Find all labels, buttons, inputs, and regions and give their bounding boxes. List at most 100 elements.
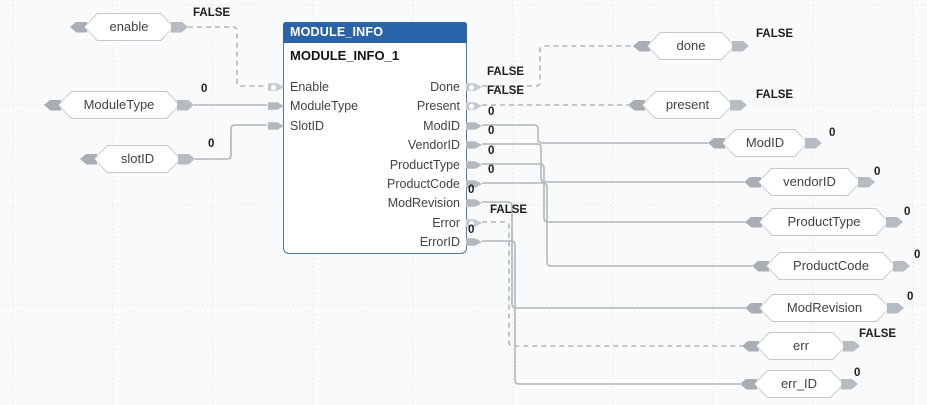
var-tag-vendorid[interactable]: vendorID (744, 168, 875, 196)
block-instance-name: MODULE_INFO_1 (290, 48, 400, 63)
output-connector-errorid[interactable] (466, 238, 482, 246)
value-label-out-present: FALSE (487, 85, 525, 97)
tag-hexagon (758, 168, 861, 196)
block-type-title: MODULE_INFO (283, 22, 467, 43)
output-pin-error[interactable]: Error (432, 216, 460, 230)
tag-label: vendorID (783, 174, 836, 189)
wire-modid[interactable] (482, 124, 708, 144)
output-connector-error[interactable] (466, 219, 482, 227)
wire-done[interactable] (482, 45, 633, 87)
tag-left-arrow-icon (633, 40, 650, 52)
value-label-out-done: FALSE (487, 66, 525, 78)
output-pin-errorid[interactable]: ErrorID (419, 235, 460, 249)
var-tag-done[interactable]: done (633, 32, 749, 60)
value-label-out-productcode: 0 (488, 164, 495, 176)
bool-pin-dot (469, 84, 474, 90)
var-tag-modid[interactable]: ModID (708, 129, 822, 157)
tag-right-arrow-icon (893, 260, 910, 272)
var-tag-modrevision[interactable]: ModRevision (745, 294, 904, 322)
var-tag-present[interactable]: present (628, 91, 747, 119)
wire-errorid[interactable] (482, 240, 740, 385)
value-label-out-modrevision: 0 (468, 184, 475, 196)
value-label-enable: FALSE (193, 7, 231, 19)
output-pin-done[interactable]: Done (430, 80, 460, 94)
var-tag-moduletype[interactable]: ModuleType (44, 91, 194, 119)
input-connector-moduletype[interactable] (268, 102, 284, 110)
bool-pin-dot (469, 103, 474, 109)
tag-hexagon (759, 208, 889, 236)
value-label-err: FALSE (859, 328, 897, 340)
tag-hexagon (647, 32, 735, 60)
tag-hexagon (94, 145, 181, 173)
output-connector-productcode[interactable] (466, 180, 482, 188)
value-label-err-id: 0 (854, 367, 861, 379)
tag-label: done (676, 38, 706, 53)
value-label-out-vendorid: 0 (488, 125, 495, 137)
bool-pin-dot (271, 84, 276, 90)
output-connector-modrevision[interactable] (466, 199, 482, 207)
tag-left-arrow-icon (745, 302, 762, 314)
output-connector-producttype[interactable] (466, 161, 482, 169)
output-connector-modid[interactable] (466, 122, 482, 130)
tag-right-arrow-icon (171, 21, 188, 33)
tag-hexagon (754, 370, 844, 398)
value-label-out-errorid: 0 (468, 224, 475, 236)
input-connector-enable[interactable] (268, 83, 284, 91)
output-pin-modid[interactable]: ModID (423, 119, 460, 133)
output-pin-producttype[interactable]: ProductType (389, 158, 460, 172)
var-tag-err-id[interactable]: err_ID (740, 370, 858, 398)
input-pin-enable[interactable]: Enable (290, 80, 329, 94)
var-tag-slotid[interactable]: slotID (80, 145, 195, 173)
output-pin-productcode[interactable]: ProductCode (387, 177, 460, 191)
var-tag-producttype[interactable]: ProductType (745, 208, 903, 236)
tag-right-arrow-icon (843, 340, 860, 352)
input-connector-slotid[interactable] (268, 122, 284, 130)
output-pin-vendorid[interactable]: VendorID (407, 138, 460, 152)
value-label-out-modid: 0 (488, 106, 495, 118)
var-tag-err[interactable]: err (742, 332, 860, 360)
input-pin-moduletype[interactable]: ModuleType (290, 99, 359, 113)
tag-hexagon (642, 91, 733, 119)
value-label-vendorid: 0 (874, 166, 881, 178)
var-tag-enable[interactable]: enable (70, 13, 188, 41)
output-pin-modrevision[interactable]: ModRevision (387, 196, 460, 210)
tag-right-arrow-icon (732, 40, 749, 52)
value-label-modrevision: 0 (907, 291, 914, 303)
wire-productcode[interactable] (482, 182, 752, 267)
tag-right-arrow-icon (177, 99, 194, 111)
tag-label: slotID (120, 151, 155, 166)
value-label-modid: 0 (829, 127, 836, 139)
tag-left-arrow-icon (740, 378, 757, 390)
tag-label: present (665, 97, 710, 112)
tag-right-arrow-icon (178, 153, 195, 165)
value-label-slotid: 0 (208, 138, 215, 150)
tag-left-arrow-icon (742, 340, 759, 352)
tag-right-arrow-icon (730, 99, 747, 111)
wire-slotid[interactable] (195, 124, 267, 160)
tag-hexagon (759, 294, 890, 322)
tag-left-arrow-icon (80, 153, 97, 165)
bool-pin-dot (469, 220, 474, 226)
tag-left-arrow-icon (44, 99, 61, 111)
output-pin-present[interactable]: Present (416, 99, 460, 113)
tag-left-arrow-icon (70, 21, 87, 33)
output-connector-present[interactable] (466, 102, 482, 110)
tag-label: ModRevision (786, 300, 863, 315)
value-label-done: FALSE (756, 28, 794, 40)
output-connector-done[interactable] (466, 83, 482, 91)
value-label-moduletype: 0 (201, 83, 208, 95)
function-block-module-info[interactable]: MODULE_INFO MODULE_INFO_1 Enable ModuleT… (268, 22, 482, 254)
input-pin-slotid[interactable]: SlotID (290, 119, 325, 133)
tag-label: ProductCode (793, 258, 869, 273)
output-connector-vendorid[interactable] (466, 141, 482, 149)
tag-label: enable (109, 19, 149, 34)
tag-hexagon (84, 13, 174, 41)
tag-hexagon (766, 252, 896, 280)
wire-enable[interactable] (188, 26, 267, 87)
tag-right-arrow-icon (841, 378, 858, 390)
wire-error[interactable] (482, 221, 742, 347)
value-label-out-producttype: 0 (488, 145, 495, 157)
tag-hexagon (722, 129, 808, 157)
var-tag-productcode[interactable]: ProductCode (752, 252, 910, 280)
